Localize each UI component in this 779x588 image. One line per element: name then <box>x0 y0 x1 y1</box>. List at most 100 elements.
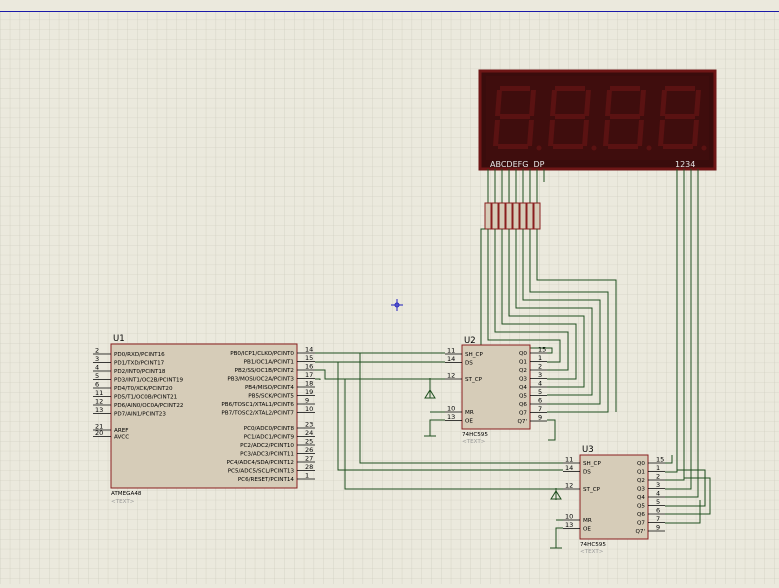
wire-6[interactable] <box>337 362 563 471</box>
wires[interactable] <box>315 180 711 530</box>
resistor-6[interactable] <box>519 202 527 230</box>
u2-pin-2[interactable]: 2Q2 <box>519 363 547 375</box>
wire-26[interactable] <box>665 469 706 507</box>
u3-chip[interactable]: U3 74HC595 <TEXT> 11SH_CP14DS12ST_CP10MR… <box>563 445 665 555</box>
u3-pin-3[interactable]: 3Q3 <box>637 481 665 493</box>
segment-pin-label: ABCDEFG DP <box>490 160 545 169</box>
u3-ground-symbol[interactable] <box>550 530 562 549</box>
resistor-3[interactable] <box>498 202 506 230</box>
wire-28[interactable] <box>665 500 701 524</box>
wire-21[interactable] <box>536 229 617 412</box>
resistor-1[interactable] <box>484 202 492 230</box>
svg-text:PD0/RXD/PCINT16: PD0/RXD/PCINT16 <box>114 352 165 358</box>
wire-25[interactable] <box>665 180 699 498</box>
wire-12[interactable] <box>555 527 563 530</box>
wire-8[interactable] <box>547 419 556 441</box>
wire-3[interactable] <box>315 369 445 380</box>
wire-4[interactable] <box>315 378 321 380</box>
u2-pin-3[interactable]: 3Q3 <box>519 371 547 383</box>
u2-pin-1[interactable]: 1Q1 <box>519 354 547 366</box>
wire-23[interactable] <box>665 180 685 481</box>
wire-22[interactable] <box>665 180 678 473</box>
svg-text:5: 5 <box>538 388 542 396</box>
u3-pin-1[interactable]: 1Q1 <box>637 464 665 476</box>
wire-7[interactable] <box>344 379 563 490</box>
wire-18[interactable] <box>522 229 601 405</box>
u3-pin-5[interactable]: 5Q5 <box>637 498 665 510</box>
wire-16[interactable] <box>508 229 585 388</box>
seven-segment-display[interactable]: ABCDEFG DP 1234 <box>478 69 717 171</box>
u3-power-symbol[interactable] <box>550 488 562 500</box>
u1-chip[interactable]: U1 ATMEGA48 <TEXT> 2PD0/RXD/PCINT163PD1/… <box>93 334 315 505</box>
resistor-2[interactable] <box>491 202 499 230</box>
resistor-4[interactable] <box>505 202 513 230</box>
wire-27[interactable] <box>665 477 711 515</box>
wire-15[interactable] <box>501 229 577 380</box>
u2-pin-5[interactable]: 5Q5 <box>519 388 547 400</box>
u3-pin-7[interactable]: 7Q7 <box>637 515 665 527</box>
wire-5[interactable] <box>359 353 563 464</box>
svg-text:PC4/ADC4/SDA/PCINT12: PC4/ADC4/SDA/PCINT12 <box>227 460 294 466</box>
wire-17[interactable] <box>515 229 593 396</box>
u3-pin-9[interactable]: 9Q7' <box>636 524 666 536</box>
u2-chip[interactable]: U2 74HC595 <TEXT> 11SH_CP14DS12ST_CP10MR… <box>445 336 547 445</box>
u3-pin-6[interactable]: 6Q6 <box>637 507 665 519</box>
wire-29[interactable] <box>665 455 673 464</box>
u2-pin-4[interactable]: 4Q4 <box>519 380 547 392</box>
u2-pin-9[interactable]: 9Q7' <box>518 414 548 426</box>
wire-10[interactable] <box>429 419 445 422</box>
u3-pin-4[interactable]: 4Q4 <box>637 490 665 502</box>
u2-pin-7[interactable]: 7Q7 <box>519 405 547 417</box>
u2-ground-symbol[interactable] <box>424 422 436 437</box>
resistor-7[interactable] <box>526 202 534 230</box>
u3-pin-2[interactable]: 2Q2 <box>637 473 665 485</box>
resistor-5[interactable] <box>512 202 520 230</box>
wire-24[interactable] <box>665 180 692 490</box>
wire-14[interactable] <box>494 229 569 371</box>
wire-13[interactable] <box>487 229 561 363</box>
wire-20[interactable] <box>529 229 609 413</box>
resistor-8[interactable] <box>533 202 541 230</box>
u2-power-symbol[interactable] <box>424 378 436 399</box>
u2-pin-6[interactable]: 6Q6 <box>519 397 547 409</box>
